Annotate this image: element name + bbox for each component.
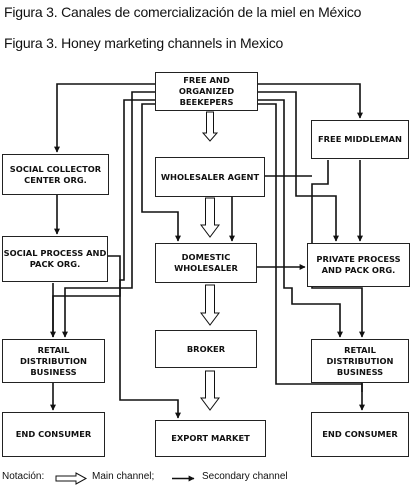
legend-main-channel-arrow bbox=[55, 472, 88, 485]
legend-secondary-channel-label: Secondary channel bbox=[202, 471, 288, 482]
node-retail-distribution-right: RETAIL DISTRIBUTION BUSINESS bbox=[311, 339, 409, 383]
node-private-process-pack: PRIVATE PROCESS AND PACK ORG. bbox=[307, 243, 410, 287]
main-arrow-agent-to-domestic bbox=[200, 197, 220, 238]
main-arrow-beekepers-to-agent bbox=[201, 111, 219, 142]
main-arrow-broker-to-export bbox=[200, 370, 220, 411]
node-export-market: EXPORT MARKET bbox=[155, 420, 266, 457]
arrow-beekepers-to-middleman bbox=[256, 83, 363, 119]
arrow-middleman-to-retail-right bbox=[311, 160, 365, 338]
arrow-beekepers-to-private bbox=[256, 91, 339, 242]
arrow-beekepers-to-retail-right bbox=[256, 99, 343, 338]
figure-title-spanish: Figura 3. Canales de comercialización de… bbox=[4, 4, 362, 20]
legend-prefix: Notación: bbox=[2, 471, 45, 482]
node-domestic-wholesaler: DOMESTIC WHOLESALER bbox=[155, 243, 257, 283]
node-social-collector-center: SOCIAL COLLECTOR CENTER ORG. bbox=[2, 154, 109, 195]
node-retail-distribution-left: RETAIL DISTRIBUTION BUSINESS bbox=[2, 339, 105, 383]
arrow-beekepers-to-collector bbox=[54, 83, 157, 153]
legend-main-channel-label: Main channel; bbox=[92, 471, 155, 482]
node-end-consumer-right: END CONSUMER bbox=[311, 412, 409, 457]
figure-title-english: Figura 3. Honey marketing channels in Me… bbox=[4, 35, 284, 51]
node-broker: BROKER bbox=[155, 330, 257, 368]
arrow-social-process-to-export bbox=[108, 255, 181, 419]
node-wholesaler-agent: WHOLESALER AGENT bbox=[155, 157, 265, 197]
arrow-beekepers-to-domestic bbox=[141, 103, 181, 242]
node-end-consumer-left: END CONSUMER bbox=[2, 412, 105, 457]
node-free-middleman: FREE MIDDLEMAN bbox=[311, 120, 409, 159]
node-free-organized-beekepers: FREE AND ORGANIZED BEEKEPERS bbox=[155, 72, 258, 111]
arrow-beekepers-to-end-right bbox=[256, 103, 365, 411]
node-social-process-pack: SOCIAL PROCESS AND PACK ORG. bbox=[2, 236, 108, 282]
main-arrow-domestic-to-broker bbox=[200, 284, 220, 326]
arrow-beekepers-to-retail-left bbox=[62, 91, 157, 338]
